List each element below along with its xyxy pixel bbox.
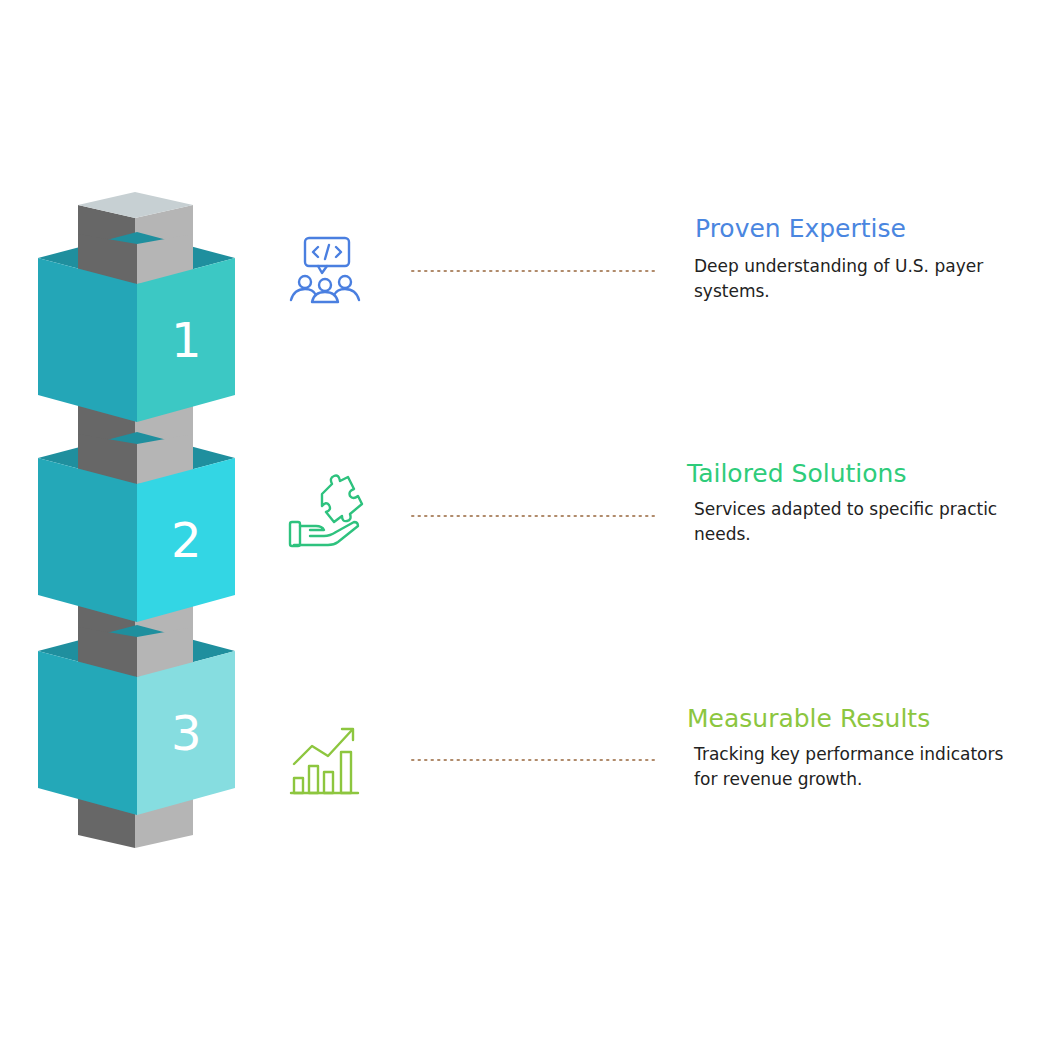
item-description: Deep understanding of U.S. payer systems… bbox=[694, 254, 1004, 304]
cube-shape bbox=[38, 625, 235, 815]
number-cube: 2 bbox=[38, 432, 235, 622]
step-number: 1 bbox=[171, 316, 202, 364]
step-number: 2 bbox=[171, 516, 202, 564]
item-heading: Proven Expertise bbox=[695, 214, 906, 244]
step-number: 3 bbox=[171, 709, 202, 757]
leader-lines bbox=[412, 271, 655, 760]
cube-shape bbox=[38, 232, 235, 422]
cube-shape bbox=[38, 432, 235, 622]
expertise-icon bbox=[291, 238, 359, 302]
item-heading: Measurable Results bbox=[687, 704, 930, 734]
number-cube: 1 bbox=[38, 232, 235, 422]
number-cube: 3 bbox=[38, 625, 235, 815]
item-description: Tracking key performance indicators for … bbox=[694, 742, 1004, 792]
solutions-icon bbox=[290, 476, 362, 546]
item-description: Services adapted to specific practic nee… bbox=[694, 497, 1004, 547]
results-icon bbox=[291, 729, 358, 793]
item-heading: Tailored Solutions bbox=[687, 459, 906, 489]
